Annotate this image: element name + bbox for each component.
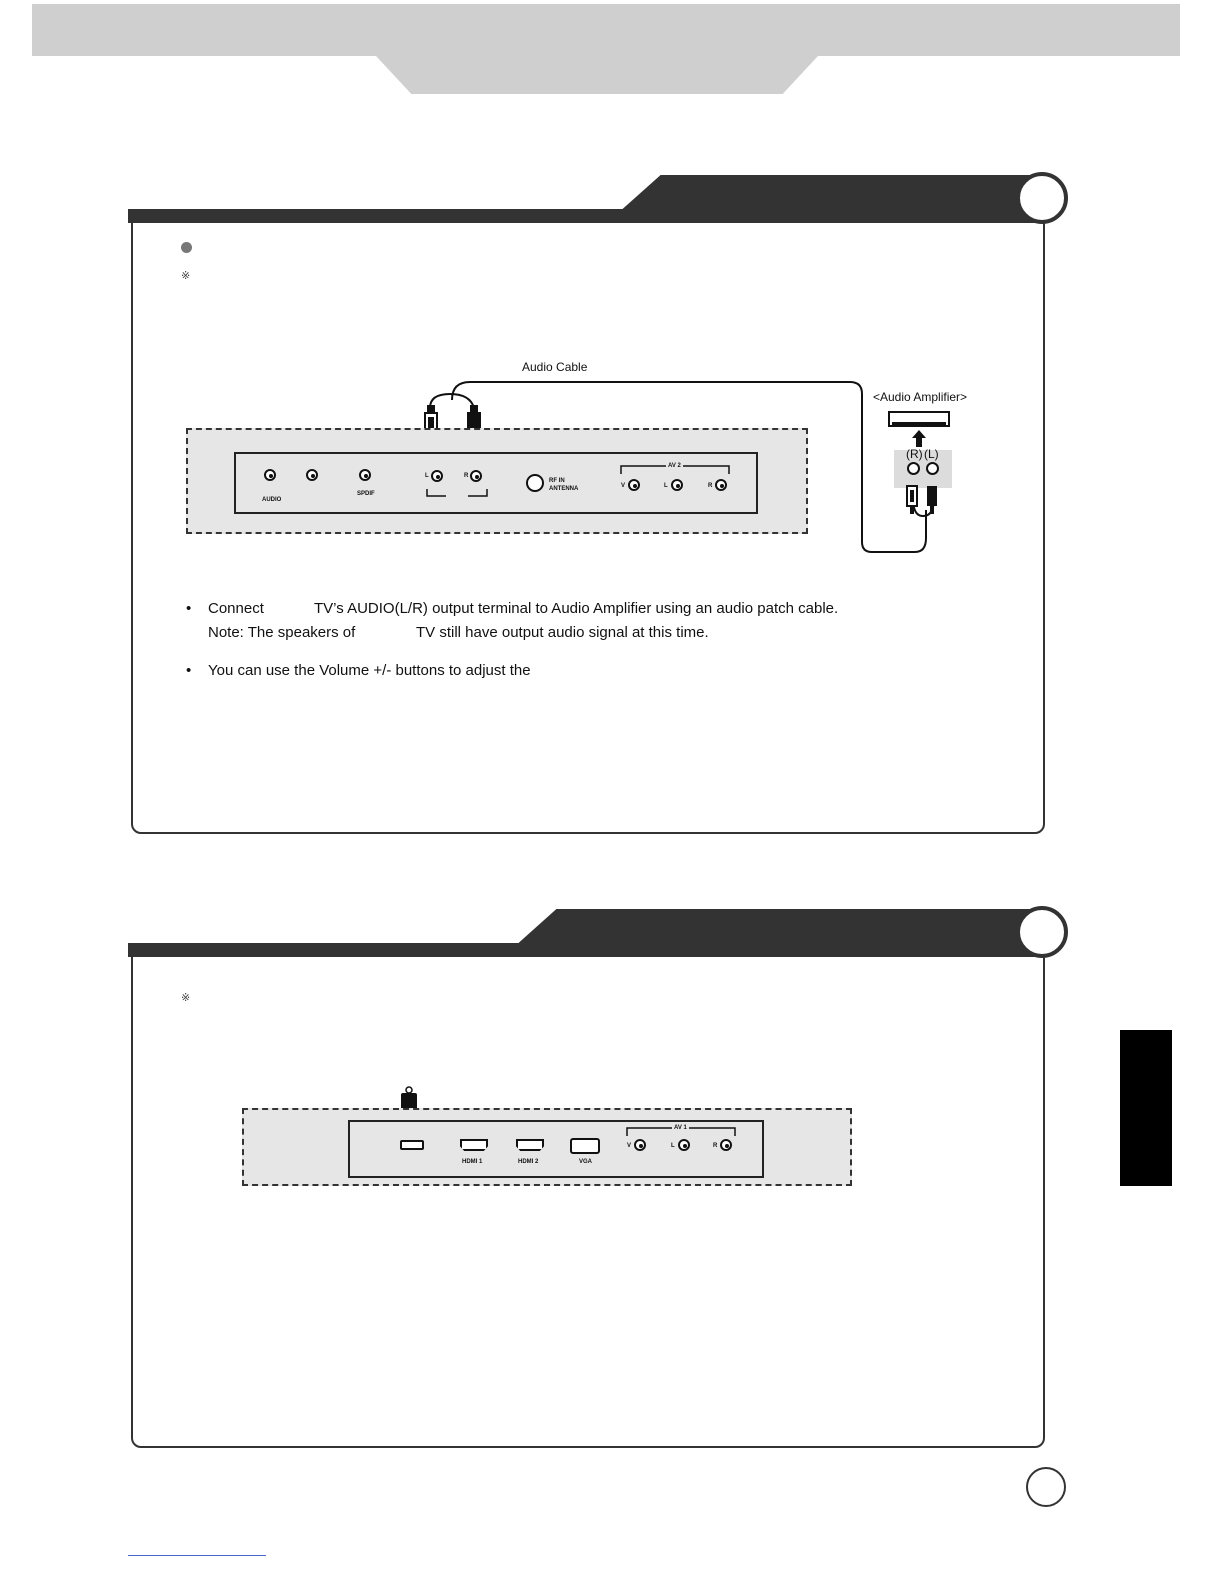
- amp-input-r-jack: [907, 462, 920, 475]
- section2-note-mark: ※: [181, 991, 191, 1004]
- section2-number-circle: [1016, 906, 1068, 958]
- section1-note-mark: ※: [181, 269, 191, 282]
- audio-label: AUDIO: [262, 497, 282, 503]
- audio-jack-2: [306, 469, 318, 481]
- vga-port: [570, 1138, 600, 1154]
- av1-r-jack: [720, 1139, 732, 1151]
- spdif-jack: [359, 469, 371, 481]
- av2-l-jack: [671, 479, 683, 491]
- av2-v-label: V: [621, 483, 626, 489]
- page-number-circle: [1026, 1467, 1066, 1507]
- audio-out-r-jack: [470, 470, 482, 482]
- note-text-part2: TV still have output audio signal at thi…: [416, 624, 709, 641]
- section1-header-tab: [618, 175, 1044, 213]
- av2-r-jack: [715, 479, 727, 491]
- audio-amplifier-icon: [888, 411, 950, 447]
- audio-cable-caption: Audio Cable: [522, 360, 588, 374]
- connect-text-part1: Connect: [208, 600, 264, 617]
- antenna-label: ANTENNA: [549, 486, 579, 492]
- av1-l-label: L: [671, 1143, 675, 1149]
- note-text-part1: Note: The speakers of: [208, 624, 356, 641]
- amp-r-label: (R): [906, 447, 923, 461]
- top-banner-tab: [376, 56, 818, 94]
- rf-in-label: RF IN: [549, 478, 565, 484]
- section1-back-panel: [234, 452, 758, 514]
- av2-l-label: L: [664, 483, 668, 489]
- hdmi1-port: [460, 1139, 488, 1151]
- connect-text-part2: TV’s AUDIO(L/R) output terminal to Audio…: [314, 600, 839, 617]
- amp-l-label: (L): [924, 447, 939, 461]
- footer-link-line: [128, 1555, 266, 1556]
- audio-out-r-label: R: [464, 473, 469, 479]
- top-banner: [32, 4, 1180, 56]
- amp-input-l-jack: [926, 462, 939, 475]
- av1-l-jack: [678, 1139, 690, 1151]
- section-usb: [131, 946, 1045, 1448]
- av1-v-jack: [634, 1139, 646, 1151]
- usb-port: [400, 1140, 424, 1150]
- audio-out-l-label: L: [425, 473, 429, 479]
- amp-rca-plugs: [906, 485, 937, 514]
- audio-jack-1: [264, 469, 276, 481]
- section2-header-tab: [514, 909, 1044, 947]
- bullet-connect: •: [186, 600, 192, 617]
- av1-v-label: V: [627, 1143, 632, 1149]
- audio-out-l-jack: [431, 470, 443, 482]
- amplifier-input-area: [894, 450, 952, 488]
- av2-v-jack: [628, 479, 640, 491]
- section1-number-circle: [1016, 172, 1068, 224]
- hdmi1-label: HDMI 1: [462, 1159, 483, 1165]
- hdmi2-label: HDMI 2: [518, 1159, 539, 1165]
- volume-text: You can use the Volume +/- buttons to ad…: [208, 662, 531, 679]
- section1-bullet-dot: [181, 242, 192, 253]
- av1-label: AV 1: [672, 1125, 689, 1131]
- bullet-volume: •: [186, 662, 192, 679]
- av2-label: AV 2: [666, 463, 683, 469]
- audio-out-bracket: [426, 489, 488, 497]
- av1-r-label: R: [713, 1143, 718, 1149]
- vga-label: VGA: [579, 1159, 593, 1165]
- chapter-side-tab: [1120, 1030, 1172, 1186]
- audio-amplifier-caption: <Audio Amplifier>: [873, 390, 968, 404]
- rf-in-antenna-jack: [526, 474, 544, 492]
- spdif-label: SPDIF: [357, 491, 375, 497]
- hdmi2-port: [516, 1139, 544, 1151]
- av2-r-label: R: [708, 483, 713, 489]
